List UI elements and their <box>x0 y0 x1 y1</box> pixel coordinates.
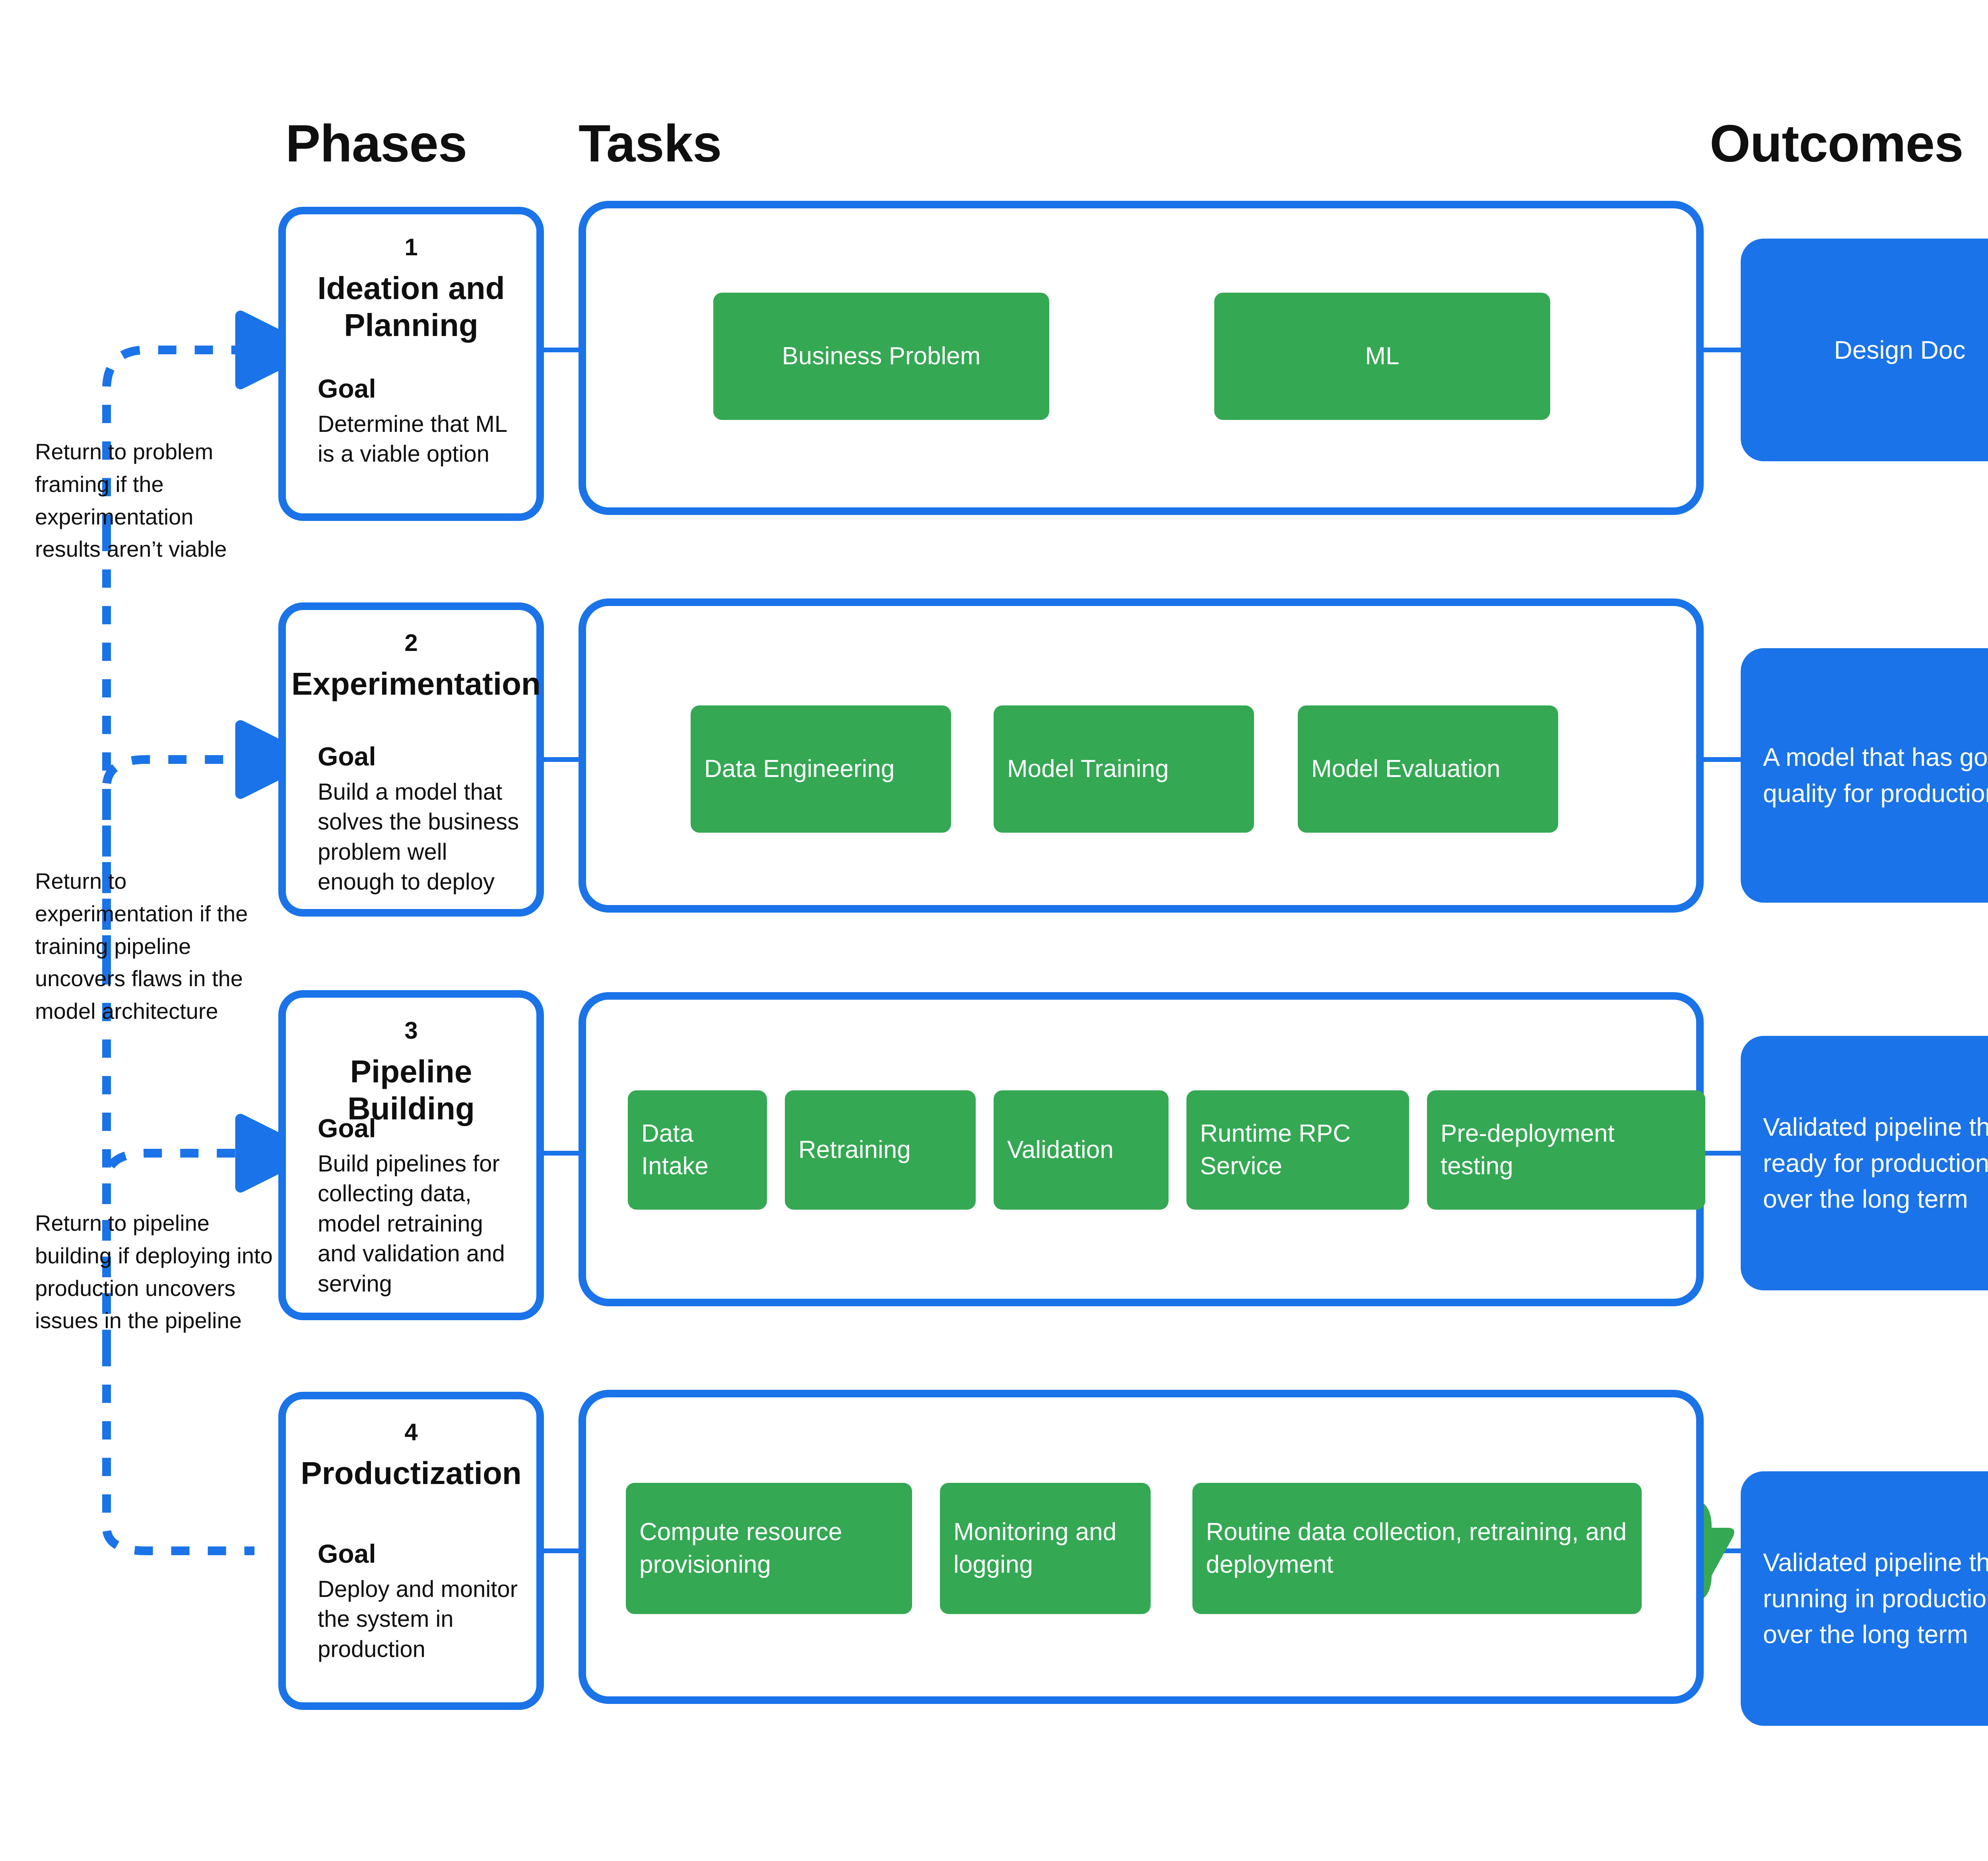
outcome-card-4[interactable]: Validated pipeline that’s running in pro… <box>1741 1471 1988 1726</box>
task-box[interactable]: Pre-deployment testing <box>1427 1090 1705 1210</box>
task-box[interactable]: Model Evaluation <box>1298 705 1558 833</box>
goal-label: Goal <box>318 1539 376 1568</box>
task-box[interactable]: Routine data collection, retraining, and… <box>1192 1483 1642 1614</box>
task-box[interactable]: Validation <box>994 1090 1169 1210</box>
task-box[interactable]: Retraining <box>785 1090 976 1210</box>
feedback-note-2: Return to experimentation if the trainin… <box>35 868 248 1024</box>
task-box[interactable]: Compute resource provisioning <box>626 1483 912 1614</box>
phase-to-tasks-connectors <box>544 348 579 1553</box>
phase-card-4[interactable]: 4 Productization Goal Deploy and monitor… <box>278 1392 544 1710</box>
outcome-card-3[interactable]: Validated pipeline that’s ready for prod… <box>1741 1036 1988 1290</box>
goal-label: Goal <box>318 374 376 403</box>
task-box[interactable]: Data Engineering <box>691 705 951 833</box>
phase-title: Experimentation <box>291 666 541 701</box>
task-box[interactable]: Data Intake <box>628 1090 767 1210</box>
column-header-phases: Phases <box>285 114 467 173</box>
tasks-to-outcome-connectors <box>1702 348 1741 1553</box>
phase-title: Productization <box>301 1455 522 1491</box>
phase-number: 4 <box>404 1419 418 1445</box>
phase-card-3[interactable]: 3 Pipeline Building Goal Build pipelines… <box>278 990 544 1320</box>
goal-label: Goal <box>318 1113 376 1143</box>
goal-text: Determine that ML is a viable option <box>318 411 507 467</box>
tasks-panel-4: Compute resource provisioning Monitoring… <box>579 1390 1704 1704</box>
phase-number: 1 <box>404 234 418 260</box>
phase-title: Ideation and Planning <box>317 270 505 343</box>
task-box[interactable]: Business Problem <box>713 293 1049 420</box>
task-box[interactable]: Runtime RPC Service <box>1186 1090 1409 1210</box>
feedback-note-3: Return to pipeline building if deploying… <box>35 1210 273 1333</box>
goal-label: Goal <box>318 742 376 771</box>
tasks-panel-1: Business Problem ML <box>579 201 1704 515</box>
task-box[interactable]: Model Training <box>994 705 1254 833</box>
goal-text: Build pipelines for collecting data, mod… <box>318 1151 505 1297</box>
outcome-card-2[interactable]: A model that has good quality for produc… <box>1741 648 1988 903</box>
task-box[interactable]: Monitoring and logging <box>940 1483 1151 1614</box>
goal-text: Deploy and monitor the system in product… <box>318 1576 518 1662</box>
phase-card-2[interactable]: 2 Experimentation Goal Build a model tha… <box>278 602 544 917</box>
phase-title: Pipeline Building <box>348 1054 475 1126</box>
column-header-tasks: Tasks <box>579 114 722 173</box>
column-header-outcomes: Outcomes <box>1710 114 1963 173</box>
phase-number: 2 <box>404 629 418 656</box>
phase-number: 3 <box>404 1017 418 1044</box>
tasks-panel-2: Data Engineering Model Training Model Ev… <box>579 598 1704 913</box>
outcome-card-1[interactable]: Design Doc <box>1741 239 1988 461</box>
feedback-note-1: Return to problem framing if the experim… <box>35 439 227 562</box>
tasks-panel-3: Data Intake Retraining Validation Runtim… <box>579 992 1705 1306</box>
phase-card-1[interactable]: 1 Ideation and Planning Goal Determine t… <box>278 207 544 521</box>
task-box[interactable]: ML <box>1214 293 1550 420</box>
feedback-spine-3-4 <box>102 1348 254 1555</box>
task-connectors-green <box>761 347 1417 1554</box>
goal-text: Build a model that solves the business p… <box>318 779 519 895</box>
